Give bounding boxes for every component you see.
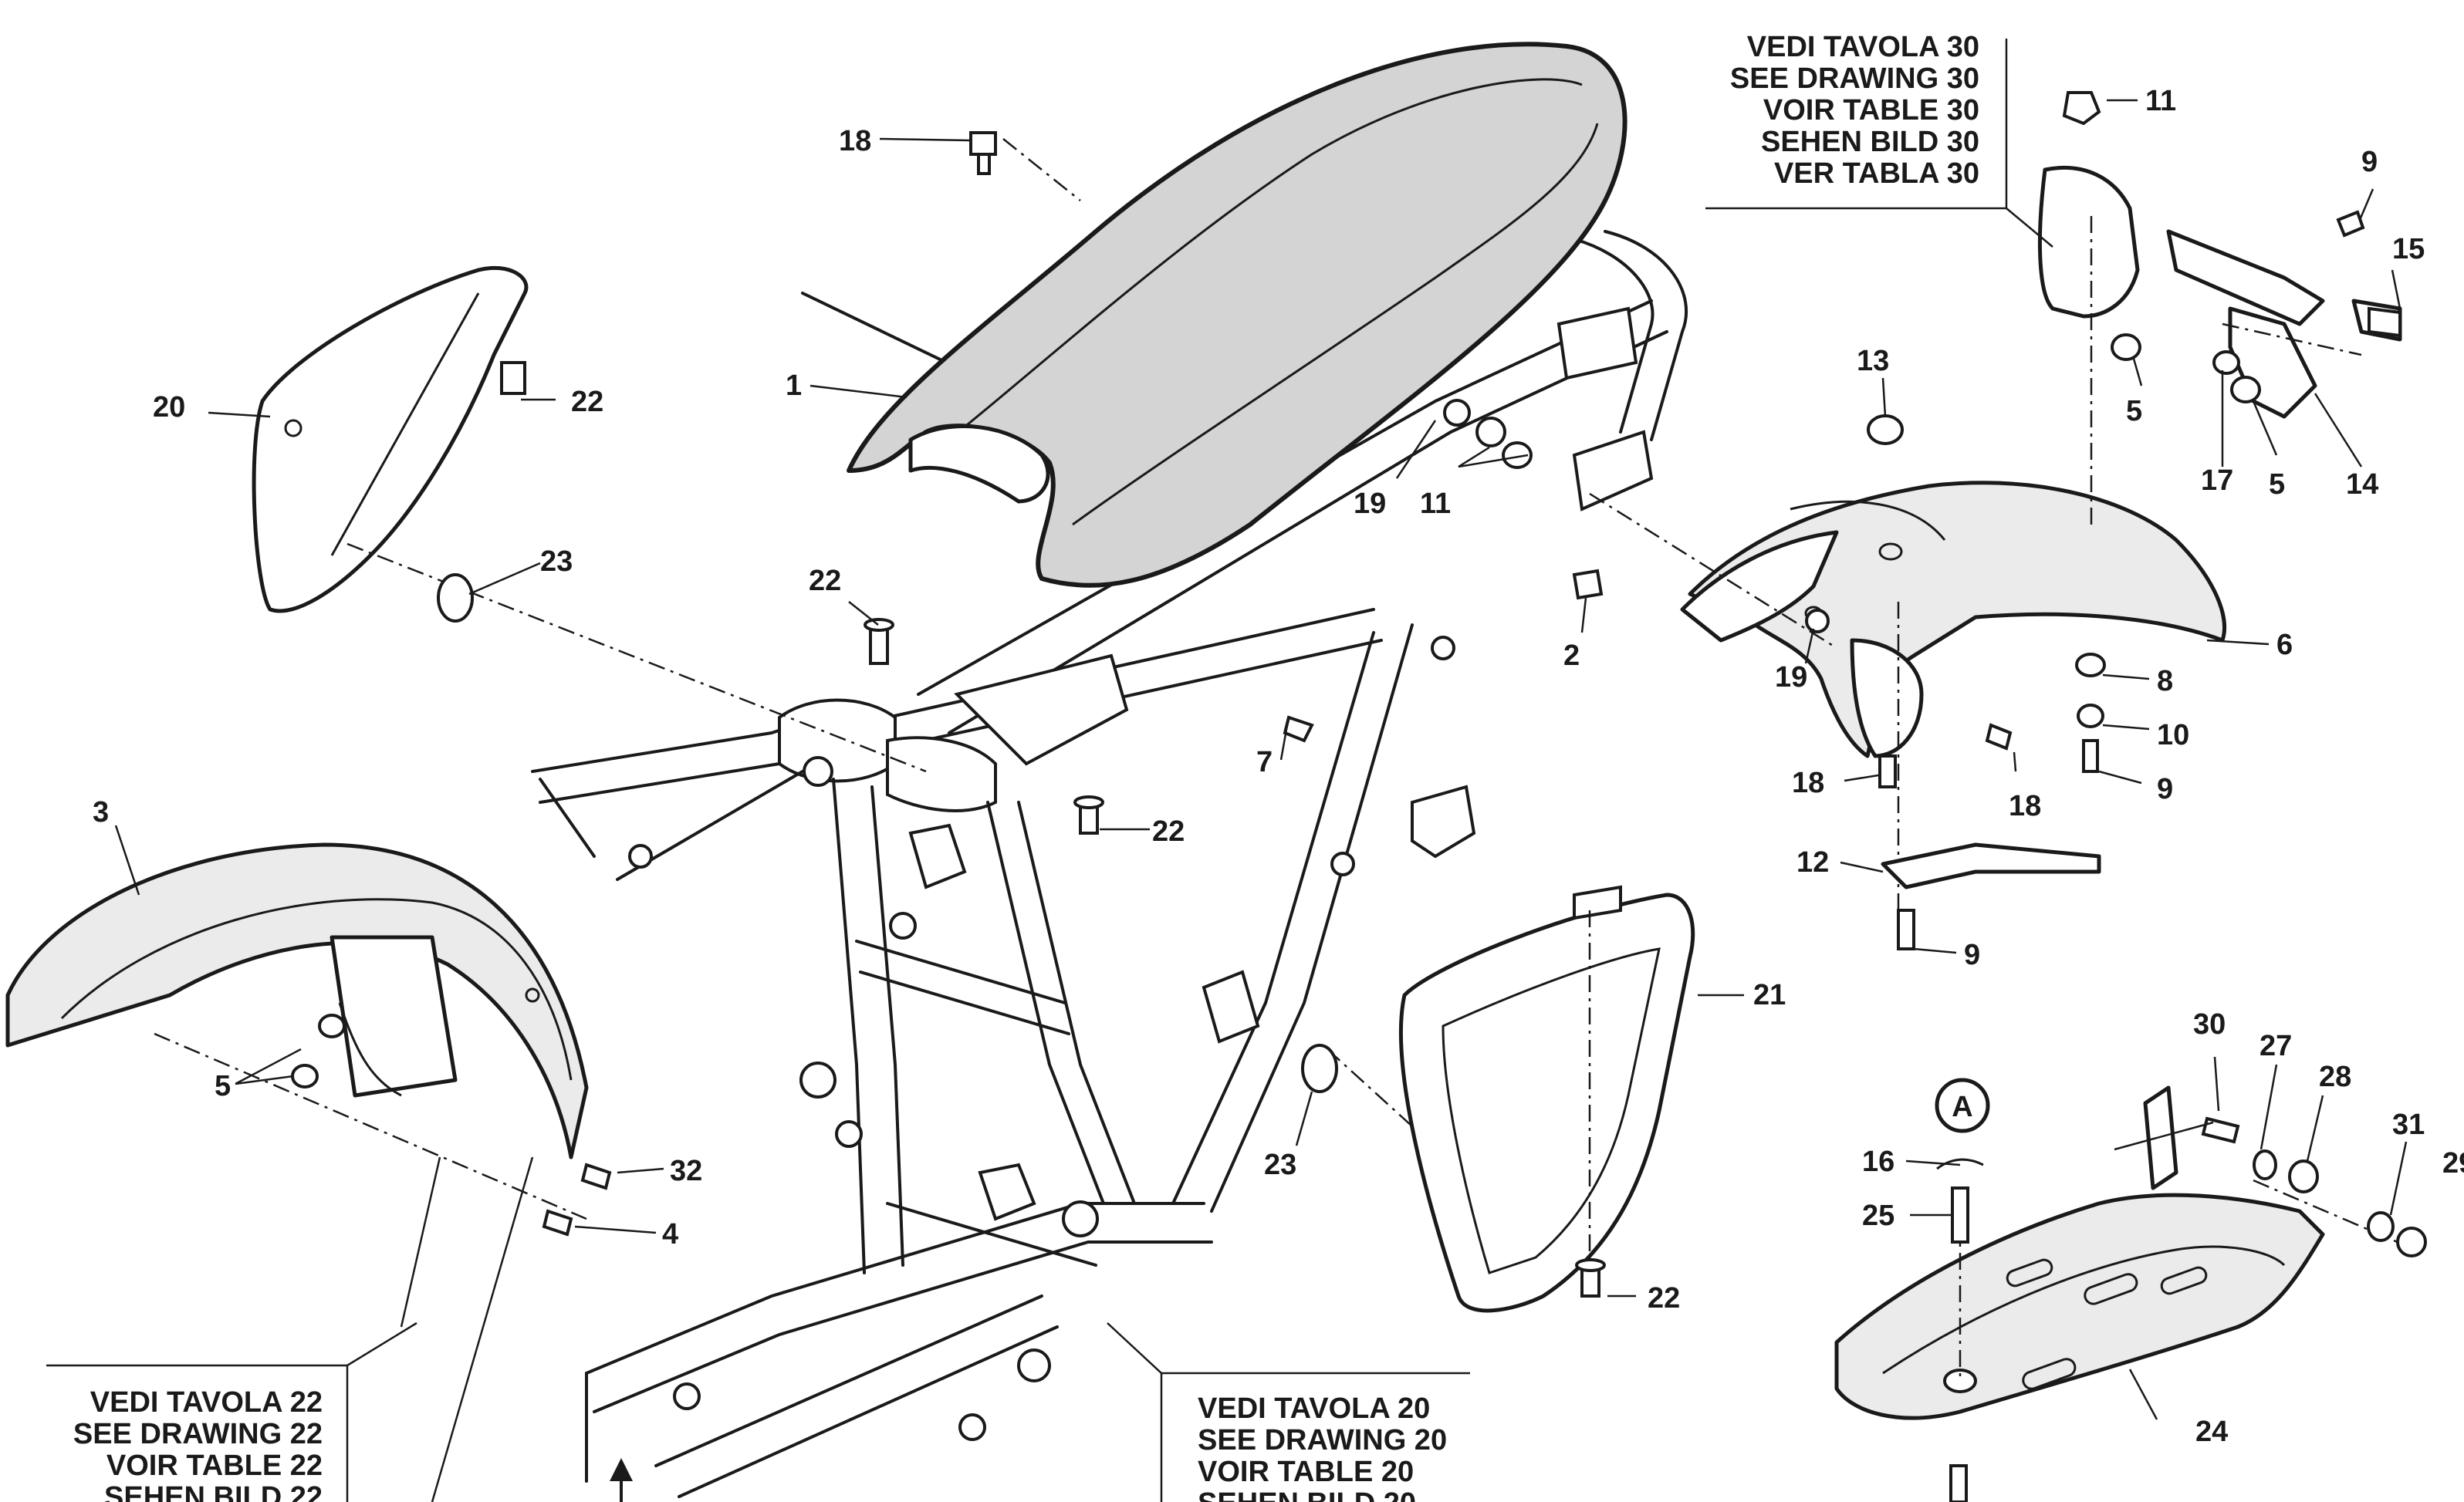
callout-16: 16 [1862, 1146, 1894, 1178]
callout-2: 2 [1563, 640, 1580, 672]
reference-table-20: VEDI TAVOLA 20 SEE DRAWING 20 VOIR TABLE… [1198, 1392, 1447, 1502]
motorcycle-frame [531, 230, 1688, 1498]
callout-14: 14 [2346, 468, 2378, 501]
side-cover-part-20 [252, 265, 529, 613]
ref30-line-1: VEDI TAVOLA 30 [1747, 31, 1979, 63]
callout-15: 15 [2392, 233, 2425, 265]
callout-9: 9 [2361, 146, 2378, 178]
ref20-line-2: SEE DRAWING 20 [1198, 1424, 1447, 1456]
ref20-line-3: VOIR TABLE 20 [1198, 1456, 1414, 1488]
ref30-line-3: VOIR TABLE 30 [1763, 94, 1979, 127]
callout-7: 7 [1256, 746, 1273, 778]
front-fender-part-3 [5, 842, 589, 1159]
ref22-line-3: VOIR TABLE 22 [106, 1450, 323, 1482]
callout-13: 13 [1857, 345, 1889, 377]
callout-30: 30 [2193, 1008, 2226, 1041]
ref30-line-4: SEHEN BILD 30 [1761, 126, 1979, 158]
skid-plate-part-24 [1834, 1085, 2325, 1420]
callout-6: 6 [2276, 629, 2293, 661]
ref20-line-1: VEDI TAVOLA 20 [1198, 1392, 1430, 1425]
callout-23: 23 [540, 545, 573, 578]
ref30-line-5: VER TABLA 30 [1774, 157, 1979, 190]
callout-32: 32 [670, 1155, 702, 1187]
callout-12: 12 [1796, 846, 1829, 879]
license-bracket-part-14 [2037, 165, 2402, 419]
callout-11: 11 [1420, 488, 1451, 520]
callout-labels: 18 1 20 22 23 22 22 7 3 5 32 4 23 21 22 … [93, 85, 2464, 1448]
ref20-line-4: SEHEN BILD 20 [1198, 1487, 1416, 1502]
detail-marker-label: A [1952, 1091, 1972, 1123]
callout-19: 19 [1775, 661, 1807, 694]
callout-25: 25 [1862, 1200, 1894, 1232]
side-cover-part-21 [1398, 885, 1695, 1313]
callout-22: 22 [809, 565, 841, 597]
callout-27: 27 [2260, 1030, 2292, 1062]
callout-9: 9 [1964, 939, 1980, 971]
callout-24: 24 [2195, 1416, 2228, 1448]
rear-fender-part-6 [1680, 481, 2226, 758]
callout-31: 31 [2392, 1109, 2425, 1141]
callout-3: 3 [93, 796, 109, 829]
callout-8: 8 [2157, 665, 2173, 697]
callout-5: 5 [2126, 395, 2142, 427]
callout-20: 20 [153, 391, 185, 424]
callout-10: 10 [2157, 719, 2189, 751]
callout-5: 5 [215, 1070, 231, 1102]
callout-11: 11 [2145, 85, 2176, 117]
callout-22: 22 [1648, 1282, 1680, 1315]
callout-1: 1 [786, 370, 802, 402]
callout-22: 22 [1152, 815, 1185, 848]
ref22-line-1: VEDI TAVOLA 22 [90, 1386, 323, 1419]
callout-4: 4 [662, 1218, 678, 1251]
ref22-line-2: SEE DRAWING 22 [73, 1418, 323, 1450]
callout-28: 28 [2319, 1061, 2351, 1093]
callout-29: 29 [2442, 1147, 2464, 1180]
callout-5: 5 [2269, 468, 2285, 501]
ref30-line-2: SEE DRAWING 30 [1730, 62, 1979, 95]
callout-leaders [46, 39, 2408, 1502]
callout-18: 18 [2009, 790, 2041, 822]
detail-marker-a: A [1935, 1078, 1990, 1133]
callout-23: 23 [1264, 1149, 1296, 1181]
callout-18: 18 [1792, 767, 1824, 799]
seat-part-1 [847, 42, 1627, 588]
callout-21: 21 [1753, 979, 1786, 1011]
ref22-line-4: SEHEN BILD 22 [104, 1481, 323, 1502]
callout-17: 17 [2201, 464, 2233, 497]
callout-18: 18 [839, 125, 871, 157]
reference-table-22: VEDI TAVOLA 22 SEE DRAWING 22 VOIR TABLE… [73, 1386, 323, 1502]
reference-table-30: VEDI TAVOLA 30 SEE DRAWING 30 VOIR TABLE… [1730, 31, 1979, 190]
callout-19: 19 [1354, 488, 1386, 520]
hardware [291, 91, 2427, 1502]
callout-22: 22 [571, 386, 603, 418]
callout-9: 9 [2157, 773, 2173, 805]
